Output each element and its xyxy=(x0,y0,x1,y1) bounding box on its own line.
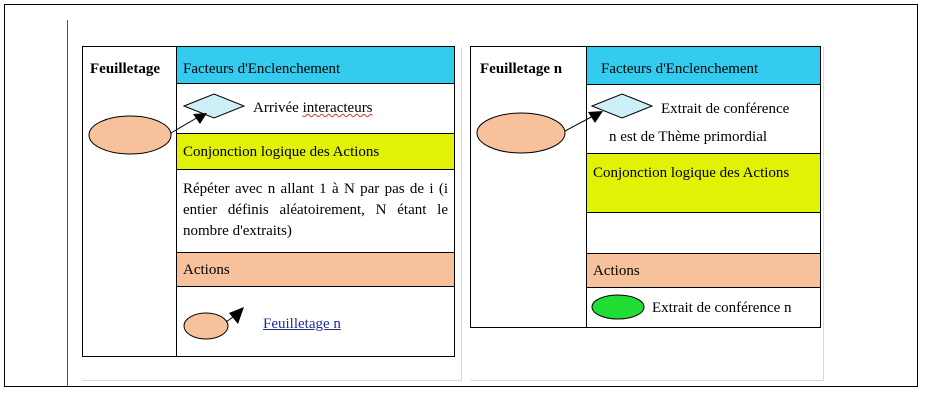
right-conjunction-header-text: Conjonction logique des Actions xyxy=(593,165,790,181)
outer-frame xyxy=(4,4,918,387)
left-panel-shadow xyxy=(82,47,462,381)
right-trigger-header-text: Facteurs d'Enclenchement xyxy=(601,61,759,77)
right-actions-header: Actions xyxy=(587,254,820,287)
right-actions-header-text: Actions xyxy=(593,263,640,279)
left-table: Feuilletage Facteurs d'Enclenchement Arr… xyxy=(82,46,455,357)
right-table-title: Feuilletage n xyxy=(480,61,563,77)
left-trigger-item-prefix: Arrivée xyxy=(253,100,303,116)
right-action-item: Extrait de conférence n xyxy=(587,288,820,327)
right-table: Feuilletage n Facteurs d'Enclenchement E… xyxy=(470,46,821,328)
feuilletage-n-link[interactable]: Feuilletage n xyxy=(263,316,341,332)
left-trigger-header-text: Facteurs d'Enclenchement xyxy=(183,61,341,77)
left-conjunction-text-body: Répéter avec n allant 1 à N par pas de i… xyxy=(183,181,448,239)
right-panel-shadow xyxy=(470,47,824,381)
left-table-title: Feuilletage xyxy=(90,61,160,77)
right-trigger-item: Extrait de conférence n est de Thème pri… xyxy=(587,85,820,153)
left-conjunction-header-text: Conjonction logique des Actions xyxy=(183,144,380,160)
left-trigger-item: Arrivée interacteurs xyxy=(177,84,454,133)
left-conjunction-text: Répéter avec n allant 1 à N par pas de i… xyxy=(177,170,454,252)
right-conjunction-header: Conjonction logique des Actions xyxy=(587,154,820,212)
margin-line xyxy=(67,20,68,387)
right-action-item-text: Extrait de conférence n xyxy=(652,300,792,316)
left-conjunction-header: Conjonction logique des Actions xyxy=(177,134,454,169)
right-trigger-header: Facteurs d'Enclenchement xyxy=(587,47,820,84)
right-trigger-item-line2: n est de Thème primordial xyxy=(609,129,768,145)
left-actions-header: Actions xyxy=(177,253,454,286)
left-actions-header-text: Actions xyxy=(183,262,230,278)
right-trigger-item-line1: Extrait de conférence xyxy=(661,101,790,117)
right-conjunction-empty xyxy=(587,213,820,253)
left-trigger-item-underlined: interacteurs xyxy=(302,100,373,116)
left-action-item: Feuilletage n xyxy=(177,287,454,356)
left-trigger-header: Facteurs d'Enclenchement xyxy=(177,47,454,83)
